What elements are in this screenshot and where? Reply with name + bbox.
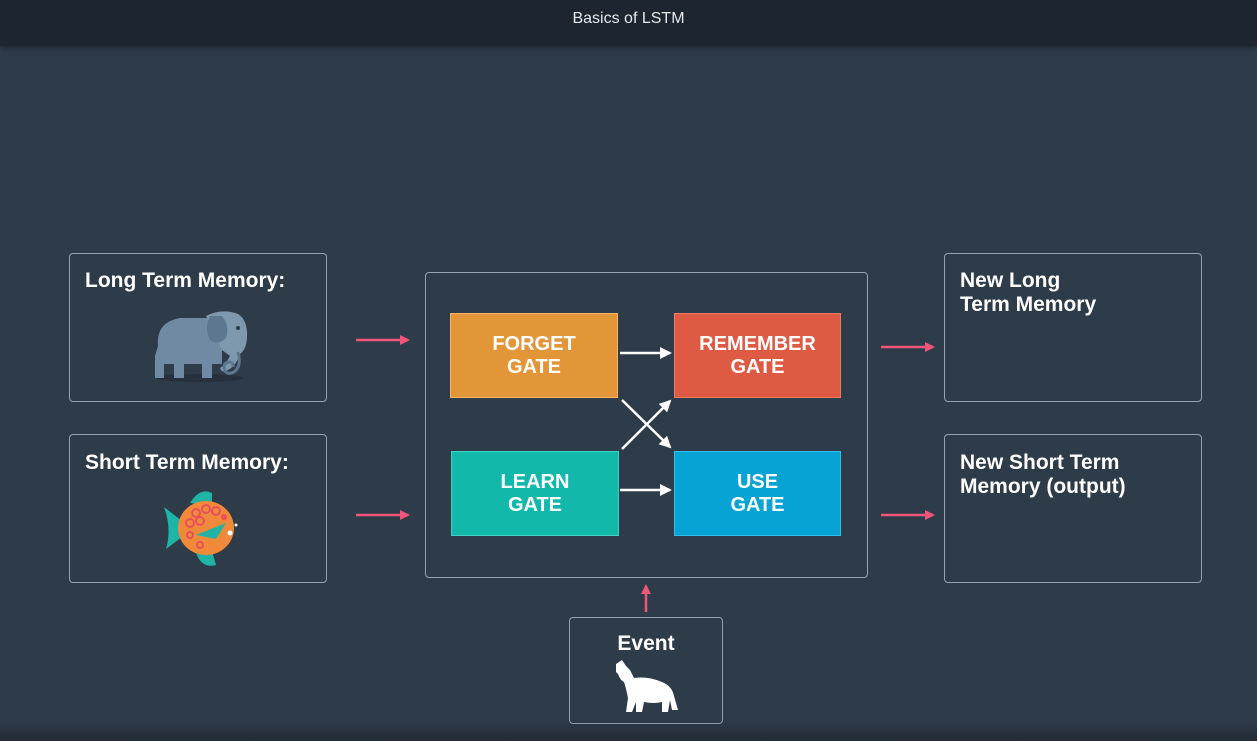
short-term-memory-panel: Short Term Memory: [69,434,327,583]
remember-gate-line2: GATE [730,355,785,378]
use-gate-line1: USE [736,470,779,493]
use-gate: USE GATE [674,451,841,536]
new-long-term-memory-panel: New Long Term Memory [944,253,1202,402]
long-term-memory-label: Long Term Memory: [85,269,286,292]
forget-gate: FORGET GATE [450,313,618,398]
forget-gate-line1: FORGET [492,332,576,355]
new-long-term-memory-line2: Term Memory [960,293,1097,316]
page-title: Basics of LSTM [572,10,685,27]
new-long-term-memory-label: New Long Term Memory [960,269,1096,317]
lstm-cell-box [425,272,868,578]
wolf-icon [614,660,680,719]
remember-gate: REMEMBER GATE [674,313,841,398]
forget-gate-line2: GATE [506,355,562,378]
new-long-term-memory-line1: New Long [960,269,1061,292]
new-short-term-memory-line2: Memory (output) [960,475,1126,498]
short-term-memory-label: Short Term Memory: [85,451,289,474]
learn-to-remember-arrow [621,399,672,450]
new-short-term-memory-label: New Short Term Memory (output) [960,451,1126,499]
event-label: Event [617,632,675,655]
fish-icon [160,487,246,576]
title-bar: Basics of LSTM [0,0,1257,46]
remember-gate-line1: REMEMBER [699,332,816,355]
new-short-term-memory-panel: New Short Term Memory (output) [944,434,1202,583]
elephant-icon [150,306,254,387]
long-term-memory-panel: Long Term Memory: [69,253,327,402]
learn-gate-line2: GATE [507,493,563,516]
learn-gate: LEARN GATE [451,451,619,536]
new-short-term-memory-line1: New Short Term [960,451,1120,474]
bottom-shade [0,719,1257,741]
event-panel: Event [569,617,723,724]
use-gate-line2: GATE [730,493,785,516]
learn-gate-line1: LEARN [500,470,570,493]
